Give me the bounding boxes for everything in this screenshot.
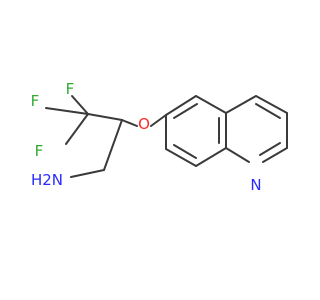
- bond-c-ch2: [103, 119, 123, 171]
- bond-o-c6: [150, 114, 167, 127]
- fluorine-label-left: F: [31, 92, 40, 110]
- bond-c4-c3-inner: [255, 103, 281, 119]
- fluorine-label-top: F: [66, 80, 75, 98]
- bond-c-c: [87, 113, 123, 121]
- bond-c8a-c8: [195, 147, 227, 167]
- bond-c-f2: [45, 107, 89, 115]
- bond-c6-c5: [165, 95, 197, 116]
- amine-label-text: H2N: [31, 171, 63, 189]
- bond-layer: [45, 95, 288, 178]
- amine-label: H2N: [31, 171, 63, 189]
- bond-c2-n1-inner: [259, 142, 281, 156]
- bond-c4a-c4: [225, 95, 257, 114]
- atom-label-layer: F F F O N H2N: [31, 80, 262, 194]
- bond-c2-n1: [262, 147, 288, 163]
- bond-ch2-n: [70, 169, 105, 178]
- bond-c-f1: [71, 95, 89, 115]
- molecule-structure-diagram: F F F O N H2N: [31, 80, 288, 194]
- fluorine-label-bottom: F: [35, 142, 44, 160]
- bond-c8-c7: [165, 148, 197, 167]
- bond-c-f3: [65, 113, 89, 145]
- bond-c8-c7-inner: [173, 144, 197, 159]
- bond-c-o: [121, 119, 138, 127]
- bond-c5-c4a: [195, 95, 227, 114]
- quinoline-nitrogen-label: N: [250, 176, 261, 194]
- bond-c6-c5-inner: [173, 103, 198, 119]
- bond-n1-c8a: [225, 147, 250, 163]
- bond-c4-c3: [255, 95, 288, 114]
- oxygen-label: O: [138, 115, 150, 133]
